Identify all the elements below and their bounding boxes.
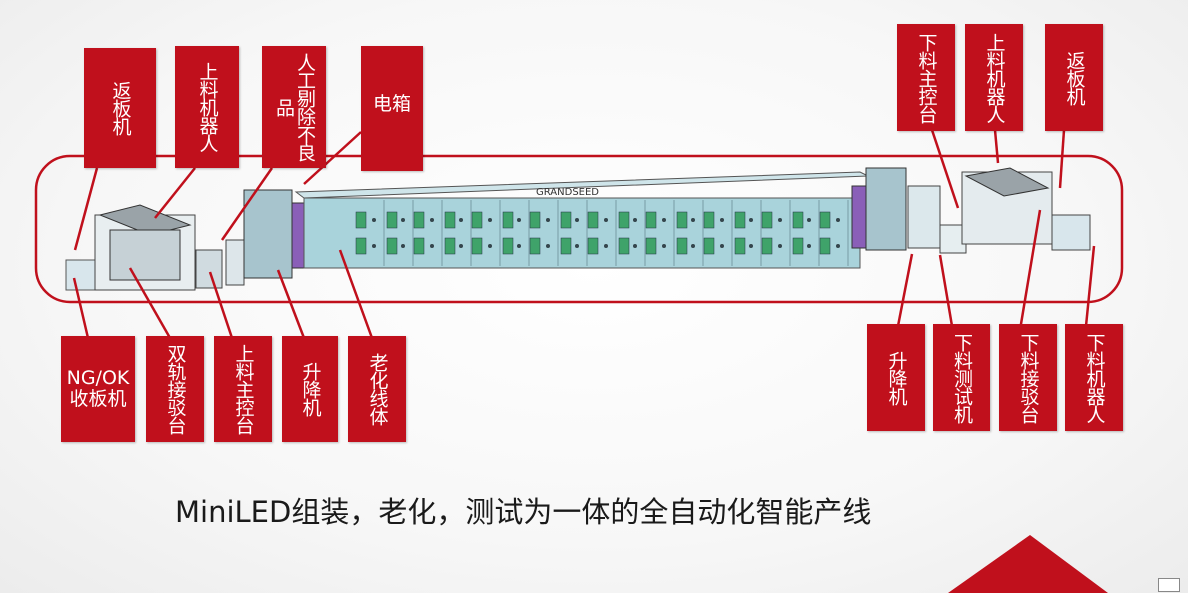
label-manual-reject: 人工剔除不良品 [262,46,326,168]
aging-cell [413,237,425,255]
aging-cell [819,237,831,255]
label-unloading-robot: 下料机器人 [1065,324,1123,431]
aging-cell-dot [604,244,608,248]
label-return-board-right: 返板机 [1045,24,1103,131]
aging-cell-dot [488,218,492,222]
aging-cell [792,211,804,229]
aging-cell-dot [720,218,724,222]
aging-cell-dot [807,218,811,222]
label-lift-right: 升降机 [867,324,925,431]
aging-cell-dot [517,218,521,222]
aging-cell [471,211,483,229]
aging-cell [529,211,541,229]
aging-cell-dot [430,218,434,222]
aging-cell [676,211,688,229]
machine-illustration [65,167,1091,291]
aging-cell [444,237,456,255]
aging-cell-dot [749,244,753,248]
aging-cell [792,237,804,255]
aging-cell [703,237,715,255]
label-unloading-console: 下料主控台 [897,24,955,131]
aging-cell-dot [691,244,695,248]
aging-cell-dot [401,244,405,248]
aging-cell [645,211,657,229]
aging-cell-dot [546,244,550,248]
aging-cell [734,211,746,229]
aging-cell-dot [372,244,376,248]
aging-cell-dot [604,218,608,222]
aging-cell-dot [372,218,376,222]
aging-cell-dot [517,244,521,248]
aging-cell-dot [662,244,666,248]
aging-cell [355,237,367,255]
aging-cell-dot [778,218,782,222]
aging-cell [444,211,456,229]
aging-cell [761,237,773,255]
aging-line-cells [355,200,849,266]
label-ng-ok-collector: NG/OK收板机 [61,336,135,442]
aging-cell [355,211,367,229]
aging-cell [645,237,657,255]
aging-cell [703,211,715,229]
aging-cell [761,211,773,229]
label-unloading-test: 下料测试机 [933,324,990,431]
label-lift-left: 升降机 [282,336,338,442]
aging-cell-dot [807,244,811,248]
aging-cell-dot [575,244,579,248]
leader-lines [72,129,1096,339]
aging-cell [560,211,572,229]
aging-cell-dot [633,218,637,222]
aging-cell-dot [430,244,434,248]
machine-brand-text: GRANDSEED [536,187,599,198]
aging-cell-dot [836,244,840,248]
aging-cell [734,237,746,255]
aging-cell-dot [778,244,782,248]
aging-cell [502,237,514,255]
aging-cell [386,237,398,255]
label-loading-console: 上料主控台 [214,336,272,442]
aging-cell [502,211,514,229]
aging-cell [529,237,541,255]
aging-cell [386,211,398,229]
aging-cell [676,237,688,255]
label-electric-box: 电箱 [361,46,423,171]
aging-cell-dot [575,218,579,222]
label-return-board-left: 返板机 [84,48,156,168]
aging-cell [471,237,483,255]
label-unloading-transfer: 下料接驳台 [999,324,1057,431]
decorative-triangle [948,535,1108,593]
aging-cell-dot [459,218,463,222]
aging-cell [560,237,572,255]
aging-cell [587,211,599,229]
label-loading-robot-left: 上料机器人 [175,46,239,168]
aging-cell [819,211,831,229]
aging-cell-dot [459,244,463,248]
slide-thumbnail-icon [1158,578,1180,592]
aging-cell-dot [488,244,492,248]
aging-cell-dot [401,218,405,222]
aging-cell-dot [749,218,753,222]
line-frame [34,154,1124,304]
aging-cell [413,211,425,229]
aging-cell-dot [546,218,550,222]
label-aging-line: 老化线体 [348,336,406,442]
aging-cell-dot [691,218,695,222]
aging-cell [618,237,630,255]
label-dual-rail-transfer: 双轨接驳台 [146,336,204,442]
slide-caption: MiniLED组装，老化，测试为一体的全自动化智能产线 [175,495,872,529]
aging-cell-dot [662,218,666,222]
aging-cell-dot [720,244,724,248]
aging-cell [618,211,630,229]
aging-cell [587,237,599,255]
aging-cell-dot [633,244,637,248]
aging-cell-dot [836,218,840,222]
label-loading-robot-right: 上料机器人 [965,24,1023,131]
